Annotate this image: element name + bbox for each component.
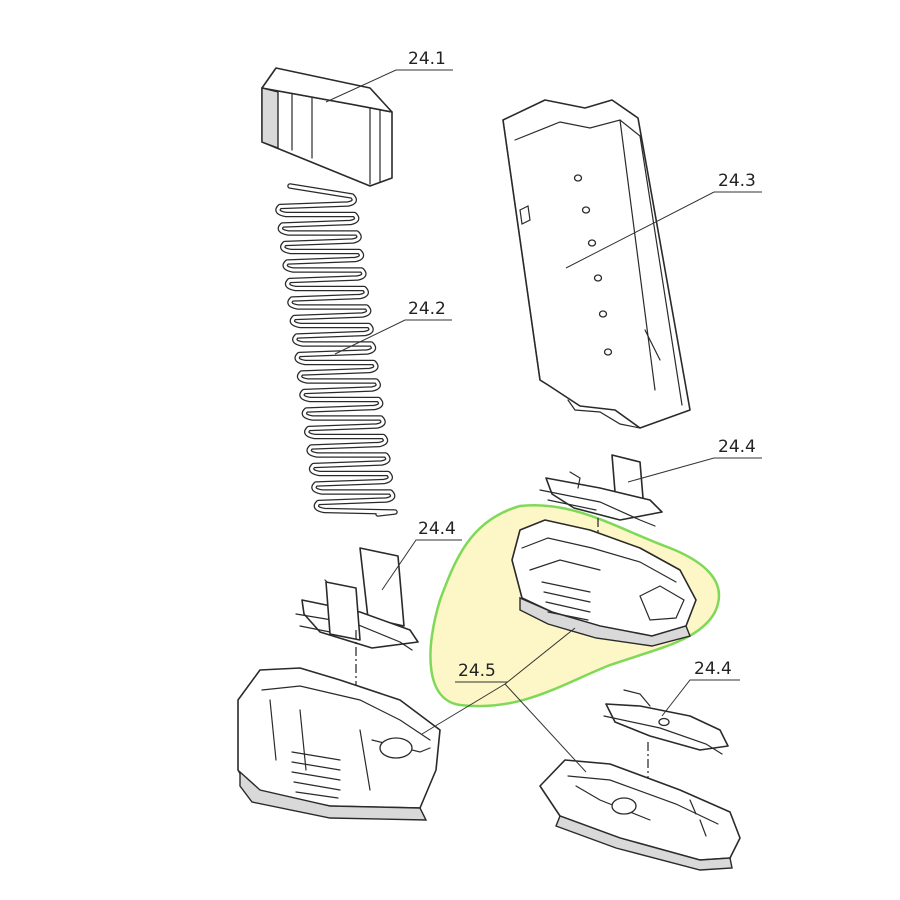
callout-follower: 24.1 — [408, 49, 446, 69]
follower-part — [261, 67, 393, 187]
callout-spring: 24.2 — [408, 299, 446, 319]
magazine-tube-part — [502, 99, 691, 429]
tube-witness-holes — [573, 174, 613, 356]
callout-insert-top: 24.4 — [718, 437, 756, 457]
insert-plate-left — [295, 547, 419, 651]
callout-tube: 24.3 — [718, 171, 756, 191]
callout-insert-bottom: 24.4 — [694, 659, 732, 679]
callout-floorplate: 24.5 — [458, 661, 496, 681]
floorplate-left — [237, 667, 441, 821]
floorplate-highlighted — [511, 519, 697, 647]
insert-plate-bottom — [603, 689, 729, 755]
callout-insert-left: 24.4 — [418, 519, 456, 539]
spring-part — [275, 183, 398, 517]
floorplate-base — [539, 759, 741, 871]
floorplate-highlighted-grip-ribs — [541, 581, 591, 621]
insert-plate-top — [539, 454, 663, 527]
floorplate-left-grip-ribs — [291, 751, 341, 799]
leader-lines — [325, 69, 762, 773]
